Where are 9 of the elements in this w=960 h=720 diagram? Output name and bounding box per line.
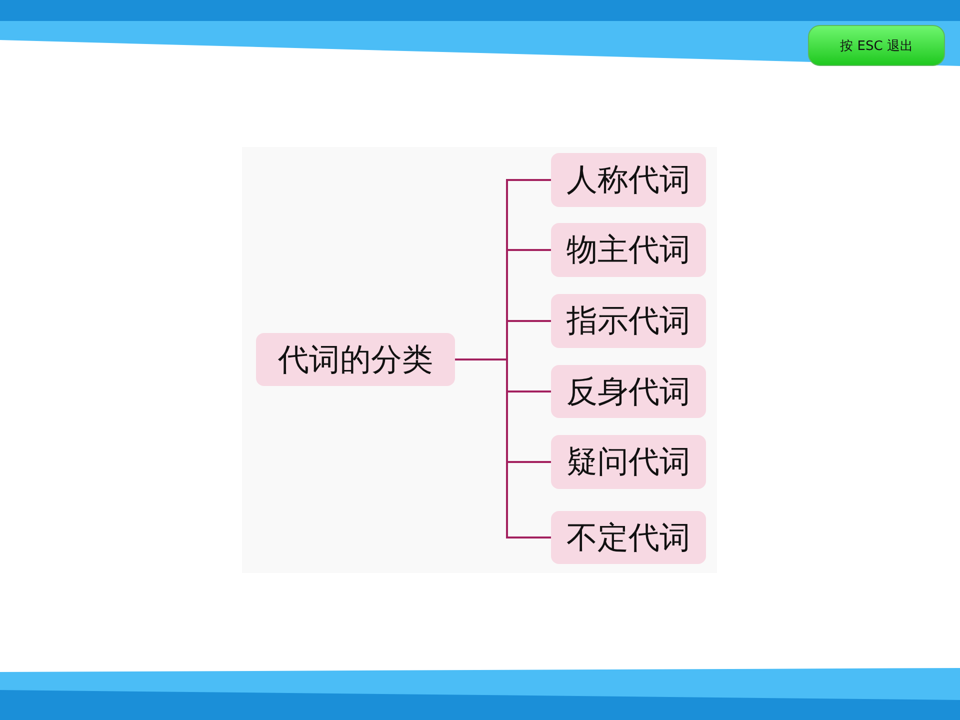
category-box: 代词的分类 [256,333,455,386]
pronoun-box: 反身代词 [551,365,706,418]
exit-button: 按 ESC 退出 [808,25,945,66]
pronoun-box: 疑问代词 [551,435,706,489]
connector-line [455,358,551,538]
pronoun-box: 人称代词 [551,153,706,207]
pronoun-box: 物主代词 [551,223,706,277]
pronoun-box: 指示代词 [551,294,706,348]
pronoun-box: 不定代词 [551,511,706,564]
